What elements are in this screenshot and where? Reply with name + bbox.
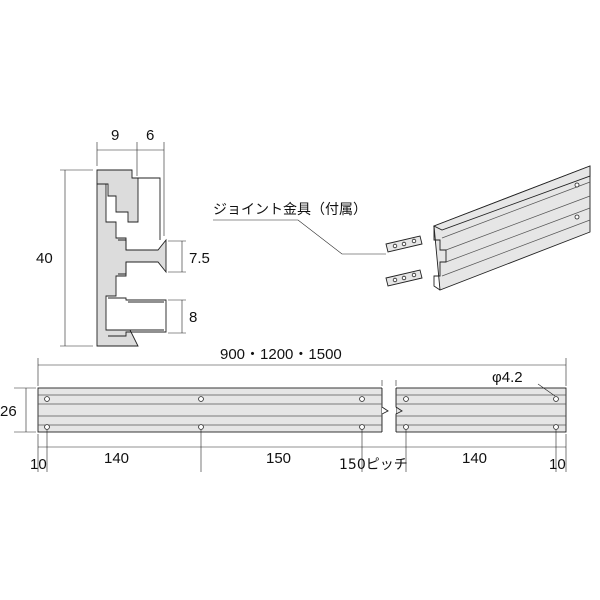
mounting-hole [403,396,409,402]
joint-fitting-label: ジョイント金具（付属） [213,202,367,218]
dim-pitch-left: 140 [104,450,129,467]
profile-outline [96,169,139,223]
rail-isometric-view [432,165,591,291]
dim-width-right: 6 [146,127,154,144]
profile-upper-rib [138,177,161,240]
rail-right-segment [395,387,567,433]
rail-iso-groove [441,181,591,239]
dim-height-total: 40 [36,250,53,267]
profile-body [96,183,167,347]
dim-slot-upper: 7.5 [189,250,210,267]
rail-iso-hole [574,214,580,220]
profile-lower-slot [108,297,167,337]
rail-iso-end-profile [433,226,447,291]
plate-hole [411,238,417,244]
break-line-right [395,388,403,432]
dim-pitch-note: 150ピッチ [339,457,408,473]
plate-hole [411,272,417,278]
break-line-left [381,388,389,432]
mounting-hole [403,424,409,430]
plate-hole [392,243,398,249]
plate-hole [392,277,398,283]
plate-hole [401,275,407,281]
joint-fitting-callout: ジョイント金具（付属） [213,202,423,287]
dim-hole-diameter: φ4.2 [492,369,523,386]
mounting-hole [44,424,50,430]
rail-iso-groove [441,219,591,277]
dim-rail-height: 26 [0,403,17,420]
leader-line [213,219,386,255]
mounting-hole [359,424,365,430]
mounting-hole [44,396,50,402]
profile-upper-slot [118,239,127,275]
dim-pitch-right: 140 [462,450,487,467]
leader-line [537,383,556,397]
mounting-hole [198,424,204,430]
mounting-hole [553,396,559,402]
dim-pitch-end-left: 10 [30,456,47,473]
dim-pitch-end-right: 10 [549,456,566,473]
plate-hole [401,241,407,247]
dim-width-left: 9 [111,127,119,144]
rail-iso-groove [445,207,591,263]
dim-slot-lower: 8 [189,309,197,326]
profile-lower-lip [128,301,164,331]
rail-iso-groove [445,195,591,251]
cross-section-profile: 9 6 40 7.5 8 [36,127,210,347]
dim-pitch-mid: 150 [266,450,291,467]
rail-iso-top [432,165,591,231]
rail-iso-hole [574,182,580,188]
mounting-hole [359,396,365,402]
rail-front-view: 900・1200・1500 φ4.2 [0,346,567,473]
break-gap [382,384,396,436]
mounting-hole [553,424,559,430]
mounting-hole [198,396,204,402]
dim-length: 900・1200・1500 [220,346,342,363]
rail-left-segment [37,387,383,433]
